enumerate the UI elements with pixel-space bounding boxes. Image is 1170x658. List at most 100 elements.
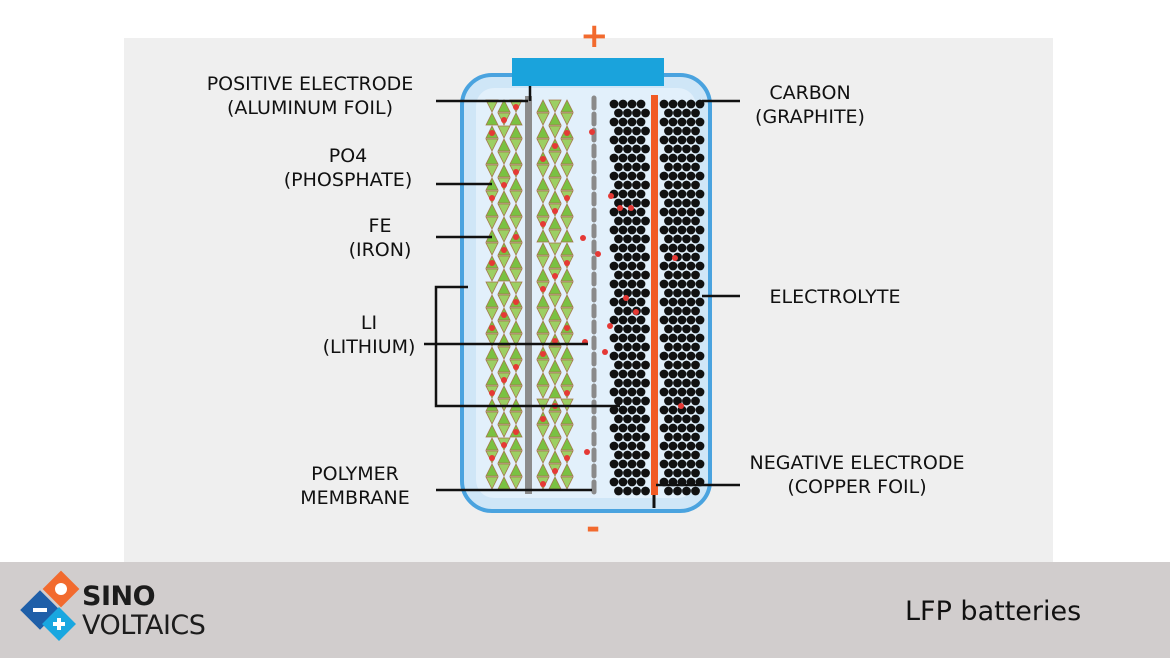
brand-name-line2: VOLTAICS [82, 610, 206, 641]
graphite-atom [614, 108, 623, 118]
phosphate-crystal [509, 450, 523, 464]
graphite-atom [659, 135, 669, 145]
graphite-atom [686, 459, 696, 469]
graphite-atom [691, 486, 700, 496]
graphite-atom [668, 135, 678, 145]
phosphate-crystal [560, 268, 574, 282]
graphite-atom [609, 297, 619, 307]
lithium-ion [540, 286, 546, 292]
phosphate-crystal [509, 281, 523, 295]
phosphate-crystal [497, 203, 511, 217]
graphite-atom [673, 360, 682, 370]
graphite-atom [623, 270, 632, 280]
graphite-atom [623, 198, 632, 208]
phosphate-crystal [536, 229, 550, 243]
graphite-atom [632, 414, 641, 424]
graphite-atom [623, 468, 632, 478]
graphite-atom [686, 369, 696, 379]
graphite-atom [682, 324, 691, 334]
phosphate-crystal [509, 268, 523, 282]
lithium-ion [552, 468, 558, 474]
graphite-atom [691, 216, 700, 226]
graphite-atom [641, 342, 650, 352]
phosphate-crystal [560, 372, 574, 386]
graphite-atom [682, 216, 691, 226]
brand-name-line1: SINO [82, 581, 156, 612]
graphite-atom [673, 144, 682, 154]
phosphate-crystal [509, 255, 523, 269]
graphite-atom [695, 171, 705, 181]
graphite-atom [641, 162, 650, 172]
graphite-atom [614, 288, 623, 298]
graphite-atom [691, 180, 700, 190]
graphite-atom [659, 243, 669, 253]
graphite-atom [682, 234, 691, 244]
graphite-atom [664, 270, 673, 280]
graphite-atom [677, 117, 687, 127]
lithium-ion [501, 182, 507, 188]
graphite-atom [686, 351, 696, 361]
graphite-atom [636, 333, 646, 343]
graphite-atom [632, 162, 641, 172]
graphite-atom [664, 324, 673, 334]
lithium-ion [540, 481, 546, 487]
lithium-ion [489, 325, 495, 331]
graphite-atom [695, 261, 705, 271]
graphite-atom [632, 468, 641, 478]
lithium-ion [595, 251, 601, 257]
graphite-atom [659, 351, 669, 361]
phosphate-crystal [485, 112, 499, 126]
lithium-ion [489, 260, 495, 266]
graphite-atom [682, 468, 691, 478]
phosphate-crystal [509, 138, 523, 152]
graphite-atom [668, 171, 678, 181]
phosphate-crystal [560, 203, 574, 217]
graphite-atom [691, 288, 700, 298]
graphite-atom [673, 180, 682, 190]
phosphate-crystal [497, 151, 511, 165]
graphite-atom [609, 459, 619, 469]
phosphate-crystal [509, 125, 523, 139]
phosphate-crystal [485, 359, 499, 373]
graphite-atom [686, 153, 696, 163]
graphite-atom [618, 423, 628, 433]
graphite-atom [623, 378, 632, 388]
graphite-atom [636, 387, 646, 397]
lithium-ion [617, 205, 623, 211]
graphite-atom [614, 162, 623, 172]
graphite-atom [636, 369, 646, 379]
graphite-atom [695, 459, 705, 469]
lithium-ion [564, 455, 570, 461]
graphite-atom [664, 306, 673, 316]
graphite-atom [641, 486, 650, 496]
phosphate-crystal [497, 255, 511, 269]
graphite-atom [659, 279, 669, 289]
graphite-atom [691, 144, 700, 154]
phosphate-crystal [497, 320, 511, 334]
graphite-atom [623, 450, 632, 460]
graphite-atom [627, 405, 637, 415]
graphite-atom [691, 162, 700, 172]
graphite-atom [682, 162, 691, 172]
phosphate-crystal [560, 424, 574, 438]
graphite-atom [686, 99, 696, 109]
graphite-atom [659, 225, 669, 235]
phosphate-crystal [509, 190, 523, 204]
graphite-atom [632, 144, 641, 154]
graphite-atom [623, 414, 632, 424]
graphite-atom [673, 378, 682, 388]
graphite-atom [614, 324, 623, 334]
lithium-ion [589, 129, 595, 135]
graphite-atom [623, 252, 632, 262]
lithium-ion [552, 208, 558, 214]
graphite-atom [686, 171, 696, 181]
graphite-atom [618, 441, 628, 451]
phosphate-crystal [560, 476, 574, 490]
graphite-atom [691, 324, 700, 334]
graphite-atom [686, 423, 696, 433]
graphite-atom [673, 432, 682, 442]
graphite-atom [636, 171, 646, 181]
phosphate-crystal [509, 476, 523, 490]
phosphate-crystal [497, 138, 511, 152]
graphite-atom [659, 441, 669, 451]
